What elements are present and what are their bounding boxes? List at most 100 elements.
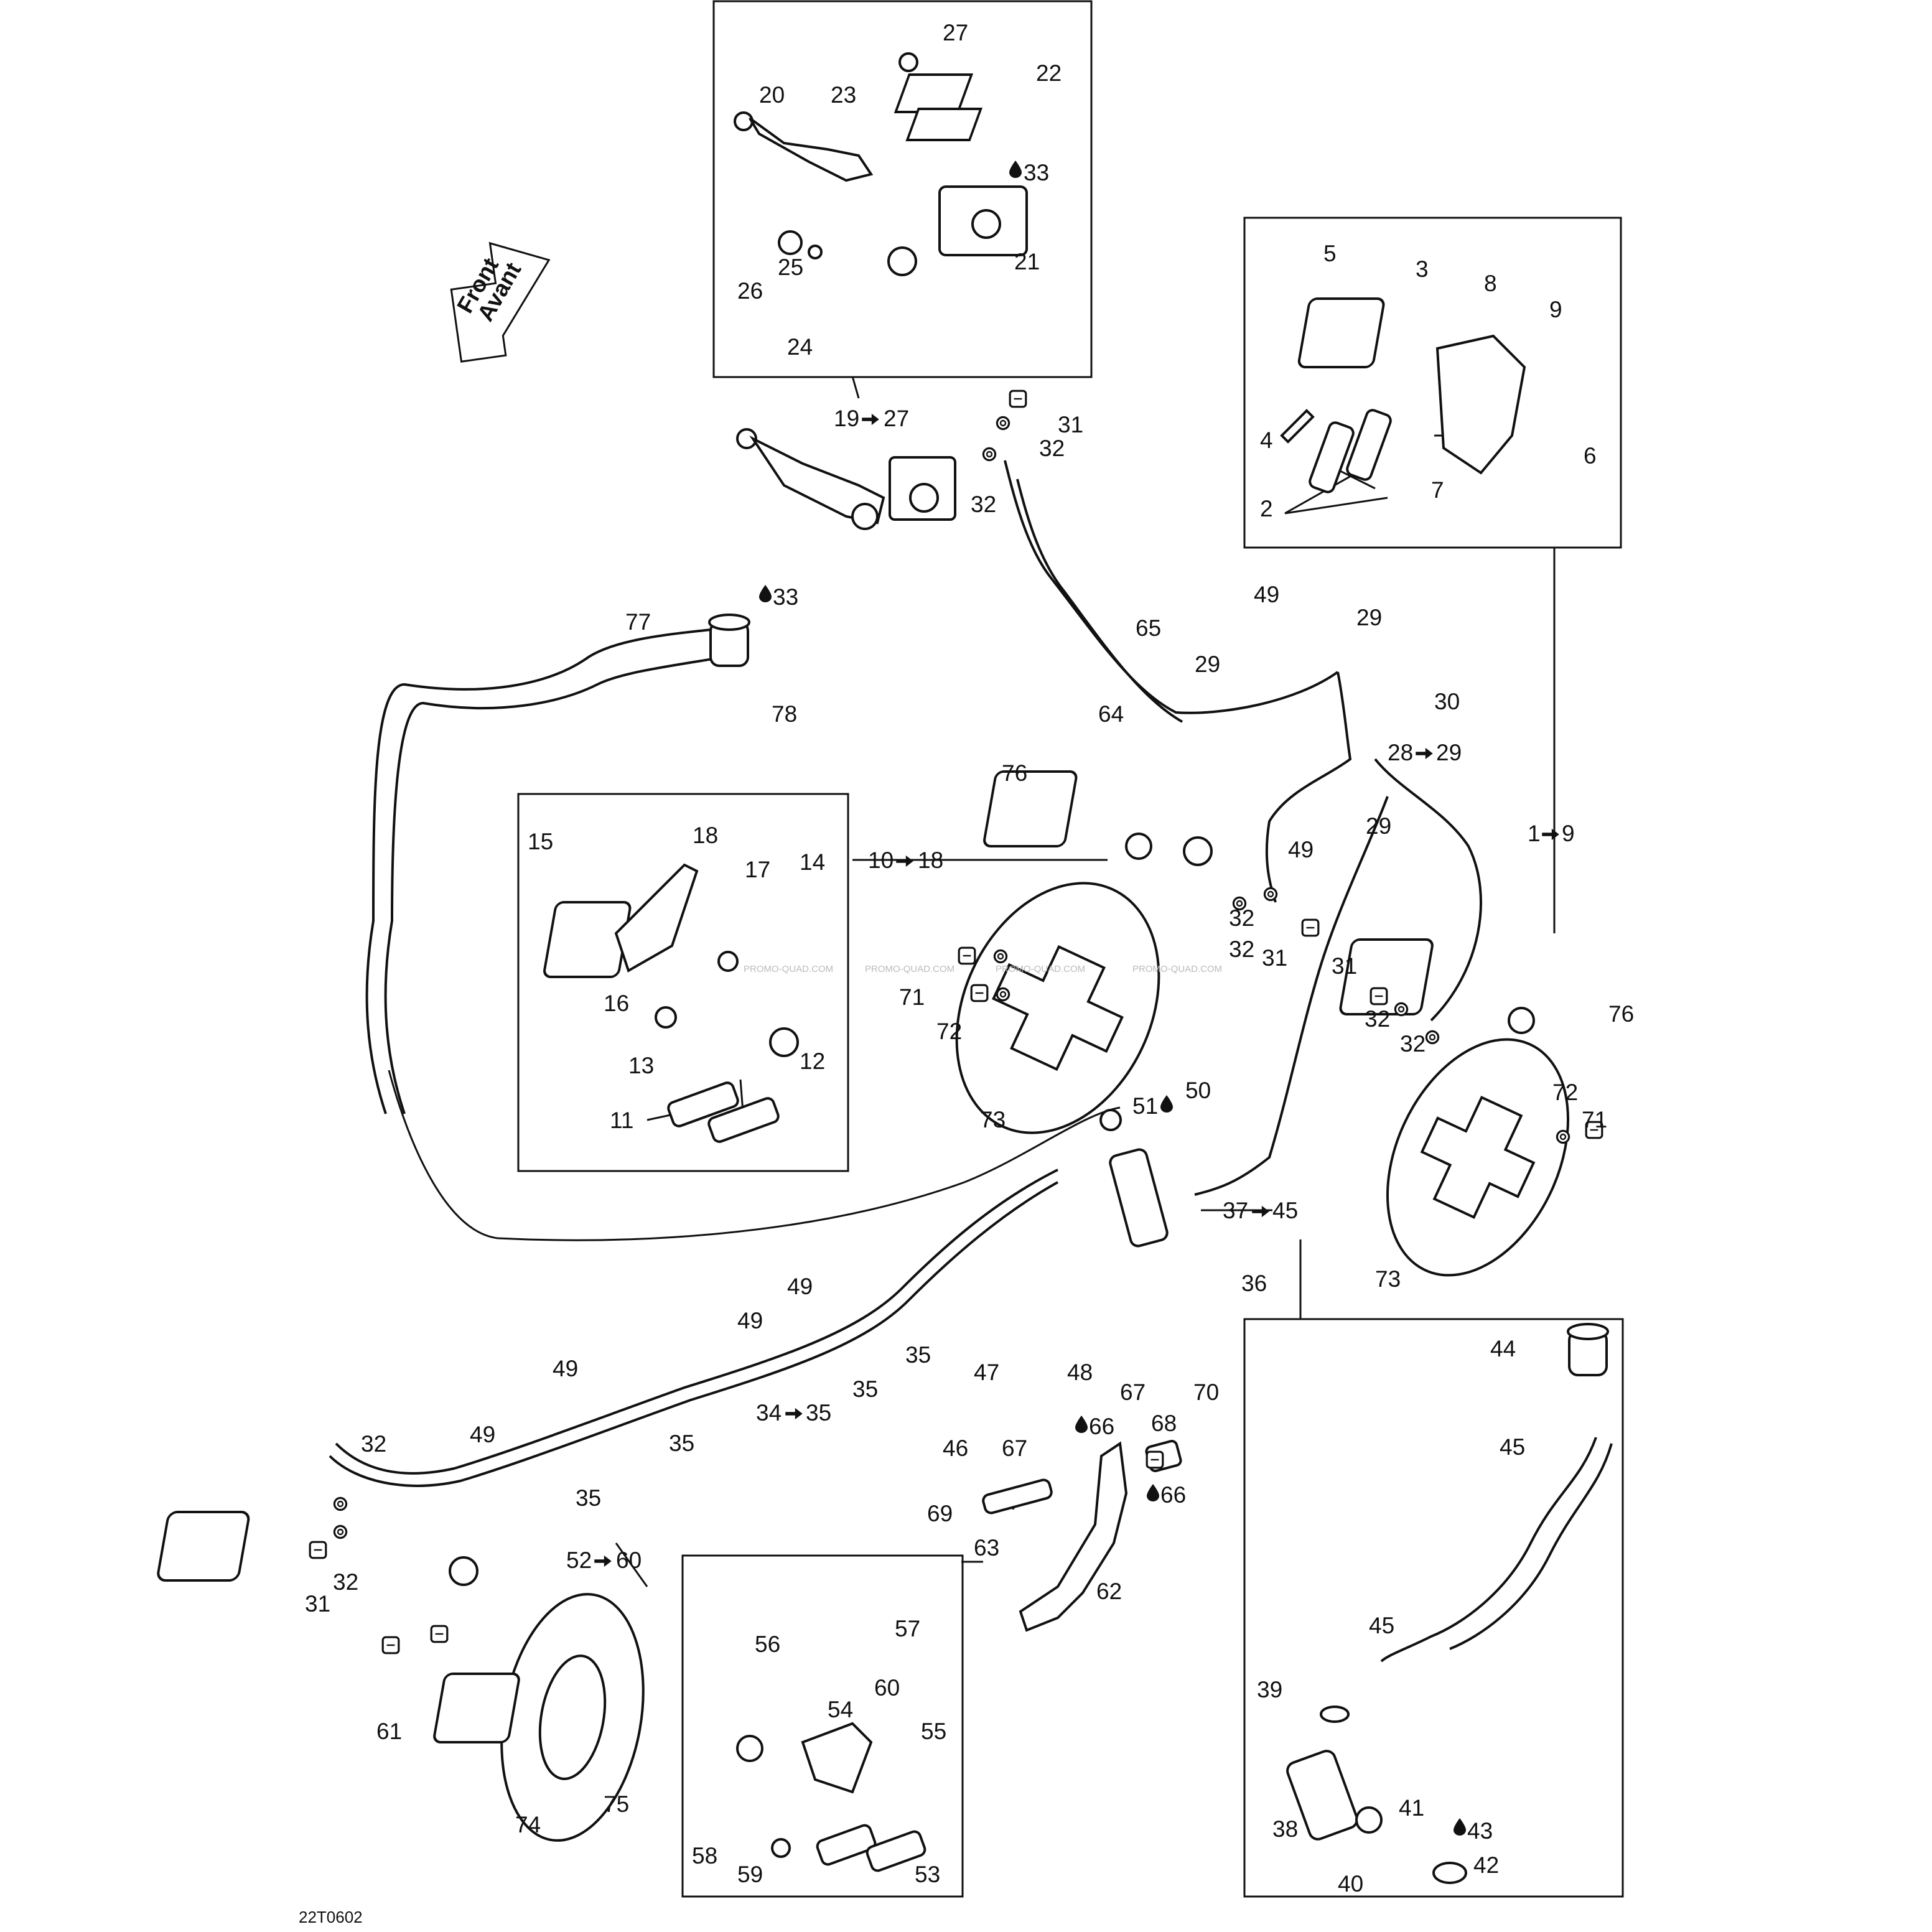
front-right-caliper xyxy=(1339,938,1535,1034)
callout-59: 59 xyxy=(737,1862,763,1887)
front-left-caliper-detail-box xyxy=(517,793,849,1172)
watermarks: PROMO-QUAD.COM PROMO-QUAD.COM PROMO-QUAD… xyxy=(744,964,1222,974)
drop-icon-33-mid xyxy=(759,585,772,602)
callout-76-b: 76 xyxy=(1608,1001,1634,1027)
callout-32-d: 32 xyxy=(1400,1031,1426,1057)
callout-18: 18 xyxy=(693,823,718,848)
callout-49-d: 49 xyxy=(737,1308,763,1333)
callout-44: 44 xyxy=(1490,1336,1516,1361)
callout-26: 26 xyxy=(737,278,763,304)
callout-71-b: 71 xyxy=(1582,1107,1607,1132)
callout-39: 39 xyxy=(1257,1677,1282,1702)
callout-28: 28 xyxy=(1388,740,1413,765)
callout-31-top: 31 xyxy=(1058,412,1083,437)
callout-6: 6 xyxy=(1584,443,1597,469)
callout-49-e: 49 xyxy=(553,1356,578,1381)
callout-32-top: 32 xyxy=(1039,436,1065,461)
right-arrow-icon-28 xyxy=(1416,747,1433,760)
callout-29-c: 29 xyxy=(1436,740,1462,765)
watermark-1: PROMO-QUAD.COM xyxy=(744,964,833,974)
callout-32-b: 32 xyxy=(1229,936,1254,962)
callout-55: 55 xyxy=(921,1719,946,1744)
rear-brake-disc xyxy=(500,1593,645,1842)
master-cylinder-detail-box xyxy=(712,0,1093,378)
callout-73-a: 73 xyxy=(980,1107,1006,1132)
rear-caliper-detail-box xyxy=(681,1554,964,1898)
callout-72-b: 72 xyxy=(1552,1080,1578,1105)
callout-16: 16 xyxy=(604,991,629,1016)
callout-70: 70 xyxy=(1193,1379,1219,1405)
callout-42: 42 xyxy=(1473,1852,1499,1878)
callout-8: 8 xyxy=(1484,271,1497,296)
callout-49-f: 49 xyxy=(470,1422,495,1447)
front-left-caliper-detail xyxy=(543,863,799,1143)
callout-32-top2: 32 xyxy=(971,492,996,517)
callout-50: 50 xyxy=(1185,1078,1211,1103)
callout-77: 77 xyxy=(625,609,651,635)
right-arrow-icon-52 xyxy=(594,1555,612,1567)
callout-64: 64 xyxy=(1098,701,1124,727)
callout-32-f: 32 xyxy=(333,1569,358,1595)
callout-7: 7 xyxy=(1431,477,1444,503)
callout-labels: 27 22 20 23 33 21 26 25 24 19 27 31 32 3… xyxy=(299,20,1634,1926)
callout-35-d: 35 xyxy=(669,1430,694,1456)
rear-master-cylinder-detail xyxy=(1286,1706,1467,1884)
callout-3: 3 xyxy=(1416,256,1429,282)
watermark-4: PROMO-QUAD.COM xyxy=(1132,964,1222,974)
drop-icon-51 xyxy=(1160,1095,1173,1113)
callout-60a: 60 xyxy=(616,1547,642,1573)
callout-61: 61 xyxy=(376,1719,402,1744)
callout-66-a: 66 xyxy=(1089,1414,1114,1439)
brake-lines xyxy=(329,460,1613,1663)
callout-19: 19 xyxy=(834,406,859,431)
callout-60b: 60 xyxy=(874,1675,900,1701)
diagram-code: 22T0602 xyxy=(299,1908,363,1926)
callout-62: 62 xyxy=(1096,1579,1122,1604)
callout-4: 4 xyxy=(1260,427,1273,453)
callout-9b: 9 xyxy=(1562,821,1575,846)
callout-1: 1 xyxy=(1528,821,1541,846)
handlebar-lever-top xyxy=(734,52,1028,276)
callout-27b: 27 xyxy=(884,406,909,431)
callout-47: 47 xyxy=(974,1360,999,1385)
callout-49-c: 49 xyxy=(787,1274,813,1299)
callout-45c: 45 xyxy=(1369,1613,1394,1638)
callout-53: 53 xyxy=(915,1862,940,1887)
callout-29-b: 29 xyxy=(1195,651,1220,677)
right-arrow-icon-1 xyxy=(1542,828,1559,841)
master-cylinder-assembly xyxy=(736,428,956,530)
callout-30: 30 xyxy=(1434,689,1460,714)
callout-9: 9 xyxy=(1549,297,1562,322)
callout-63: 63 xyxy=(974,1535,999,1561)
callout-38: 38 xyxy=(1272,1816,1298,1842)
callout-46: 46 xyxy=(943,1435,968,1461)
callout-67-a: 67 xyxy=(1120,1379,1146,1405)
callout-34: 34 xyxy=(756,1400,782,1426)
callout-18b: 18 xyxy=(918,847,943,873)
callout-21: 21 xyxy=(1014,249,1040,274)
callout-35-b: 35 xyxy=(852,1376,878,1402)
callout-10: 10 xyxy=(868,847,894,873)
drop-icon-66-b xyxy=(1147,1484,1159,1501)
front-right-brake-disc xyxy=(1386,1038,1570,1277)
callout-41: 41 xyxy=(1399,1795,1424,1821)
callout-32-e: 32 xyxy=(361,1431,386,1457)
callout-48: 48 xyxy=(1067,1360,1093,1385)
callout-37: 37 xyxy=(1223,1198,1248,1223)
callout-33-top: 33 xyxy=(1024,160,1049,185)
callout-51: 51 xyxy=(1132,1093,1158,1119)
callout-2-top: 2 xyxy=(1260,496,1273,521)
callout-67-b: 67 xyxy=(1002,1435,1027,1461)
callout-27: 27 xyxy=(943,20,968,45)
callout-76-a: 76 xyxy=(1002,760,1027,786)
rear-reservoir xyxy=(708,614,1609,1376)
rear-master-cylinder xyxy=(1099,1109,1169,1248)
callout-49-b: 49 xyxy=(1288,837,1314,862)
callout-66-b: 66 xyxy=(1160,1482,1186,1508)
callout-35c: 35 xyxy=(806,1400,831,1426)
callout-57: 57 xyxy=(895,1616,920,1641)
right-arrow-icon-37 xyxy=(1252,1205,1269,1218)
right-arrow-icon-34 xyxy=(785,1407,803,1420)
callout-31-b: 31 xyxy=(1332,953,1357,979)
callout-71-a: 71 xyxy=(899,984,925,1010)
